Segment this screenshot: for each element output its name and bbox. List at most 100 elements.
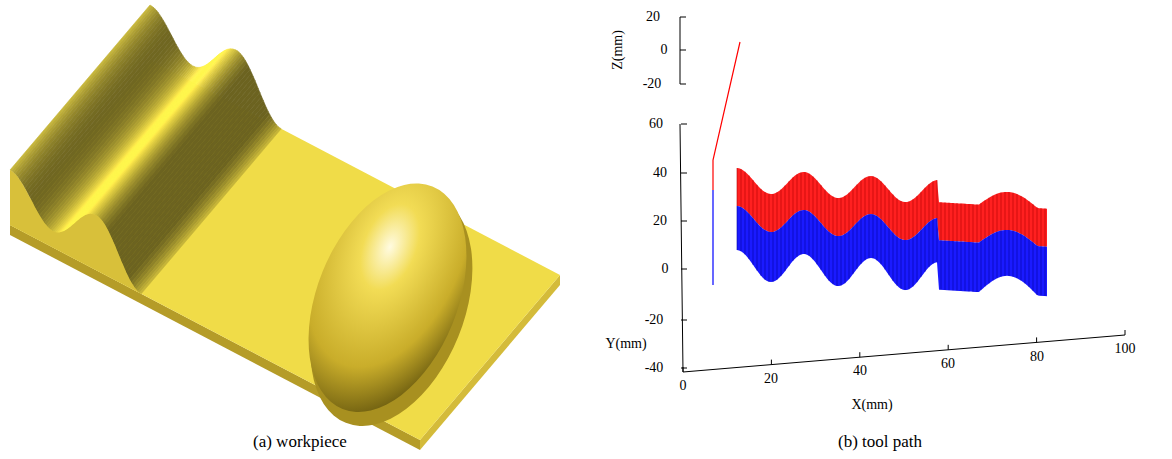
x-tick	[1036, 337, 1037, 342]
path-line-red	[881, 181, 882, 219]
path-line-blue	[941, 240, 942, 290]
x-tick	[859, 352, 860, 357]
path-line-red	[921, 192, 922, 230]
path-line-red	[925, 188, 926, 226]
path-line-red	[1045, 209, 1046, 247]
path-line-blue	[981, 241, 982, 290]
z-tick-label: -20	[643, 77, 662, 91]
tool-path-plot	[680, 17, 1125, 372]
path-line-red	[1033, 204, 1034, 242]
path-line-blue	[801, 210, 802, 254]
path-line-blue	[957, 241, 958, 291]
path-line-blue	[897, 236, 898, 285]
path-line-red	[1009, 192, 1010, 230]
path-line-blue	[861, 219, 862, 264]
panel-caption: (b) tool path	[838, 433, 922, 450]
approach-path-blue	[712, 190, 713, 285]
path-line-blue	[805, 210, 806, 254]
path-line-blue	[817, 218, 818, 264]
path-line-blue	[945, 241, 946, 291]
path-line-red	[1017, 194, 1018, 232]
path-line-blue	[757, 223, 758, 271]
ridge-strip	[138, 126, 280, 292]
path-line-red	[929, 184, 930, 222]
path-line-red	[837, 198, 838, 236]
path-line-blue	[745, 210, 746, 255]
path-line-red	[1029, 201, 1030, 239]
path-line-blue	[993, 234, 994, 281]
z-tick	[680, 50, 686, 51]
axis-title: X(mm)	[851, 398, 892, 412]
path-line-red	[941, 202, 942, 240]
path-line-red	[1041, 208, 1042, 246]
path-line-red	[797, 174, 798, 212]
path-line-red	[817, 180, 818, 218]
path-line-red	[1013, 193, 1014, 231]
path-line-blue	[961, 242, 962, 292]
path-line-red	[785, 186, 786, 224]
path-line-blue	[997, 232, 998, 279]
path-line-red	[897, 198, 898, 236]
path-line-red	[773, 194, 774, 232]
path-line-blue	[1033, 242, 1034, 291]
ridge-strip	[133, 120, 275, 287]
path-line-red	[989, 198, 990, 236]
path-line-blue	[889, 228, 890, 275]
path-line-red	[873, 176, 874, 214]
path-line-red	[753, 180, 754, 218]
path-line-red	[761, 189, 762, 227]
axis-title: Z(mm)	[611, 30, 625, 70]
path-line-red	[793, 177, 794, 215]
ridge-strip	[128, 111, 270, 279]
path-line-red	[949, 203, 950, 241]
y-tick-label: 40	[653, 166, 667, 180]
x-tick	[1125, 330, 1126, 335]
path-line-blue	[1017, 232, 1018, 278]
path-line-blue	[833, 235, 834, 285]
path-line-red	[869, 176, 870, 214]
path-line-blue	[1037, 246, 1038, 295]
path-line-red	[1005, 192, 1006, 230]
ridge-strip	[126, 108, 268, 276]
path-line-red	[769, 194, 770, 232]
x-tick	[771, 360, 772, 365]
z-tick	[680, 84, 686, 85]
y-tick-label: 60	[649, 117, 663, 131]
path-line-red	[985, 200, 986, 238]
path-line-blue	[949, 241, 950, 291]
path-line-blue	[741, 207, 742, 251]
path-line-blue	[977, 242, 978, 292]
y-tick-label: -20	[645, 313, 664, 327]
path-line-blue	[797, 212, 798, 257]
path-line-blue	[781, 227, 782, 276]
path-line-red	[825, 190, 826, 228]
path-line-red	[813, 176, 814, 214]
path-line-blue	[969, 242, 970, 292]
path-line-blue	[737, 206, 738, 250]
y-tick	[681, 368, 687, 369]
path-line-blue	[985, 238, 986, 286]
path-line-red	[909, 201, 910, 239]
path-line-red	[1025, 198, 1026, 236]
path-line-blue	[789, 219, 790, 266]
path-line-blue	[865, 216, 866, 261]
path-line-red	[953, 203, 954, 241]
path-line-red	[805, 172, 806, 210]
panel-caption: (a) workpiece	[253, 433, 347, 450]
x-tick	[683, 367, 684, 372]
y-tick	[681, 320, 687, 321]
path-line-blue	[845, 234, 846, 283]
path-line-red	[789, 181, 790, 219]
path-line-blue	[973, 242, 974, 292]
path-line-red	[933, 181, 934, 219]
path-line-red	[901, 201, 902, 239]
path-line-blue	[953, 241, 954, 291]
path-line-blue	[777, 230, 778, 279]
y-tick	[681, 221, 687, 222]
x-tick	[948, 345, 949, 350]
y-tick	[681, 173, 687, 174]
path-line-red	[737, 168, 738, 206]
path-line-red	[801, 172, 802, 210]
path-line-red	[749, 176, 750, 214]
